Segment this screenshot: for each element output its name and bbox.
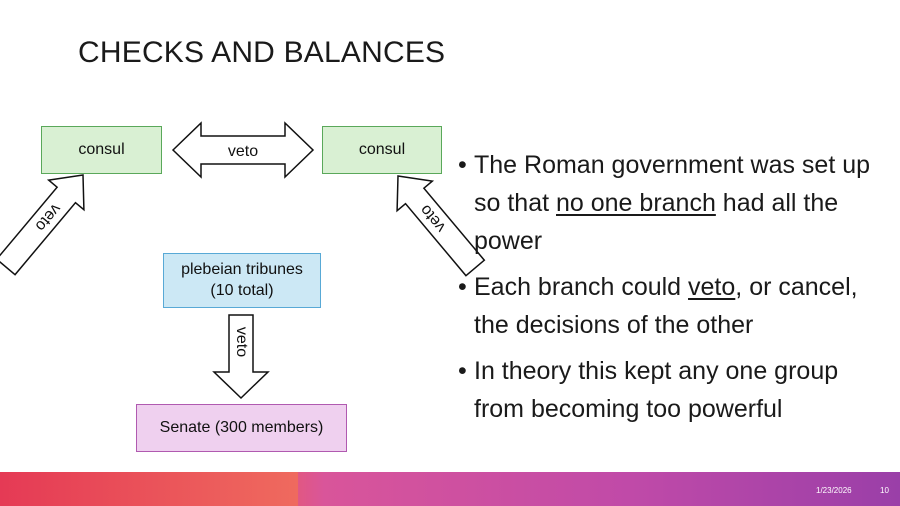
bullet-item: Each branch could veto, or cancel, the d…: [458, 268, 878, 344]
footer-accent: [0, 472, 298, 506]
bullet-item: In theory this kept any one group from b…: [458, 352, 878, 428]
consul-left-box: consul: [41, 126, 162, 174]
bullet-list: The Roman government was set up so that …: [458, 146, 878, 436]
slide-date: 1/23/2026: [816, 486, 852, 495]
footer-bar: [0, 472, 900, 506]
consul-left-label: consul: [78, 140, 125, 158]
tribunes-label-line1: plebeian tribunes: [181, 260, 303, 278]
senate-label: Senate (300 members): [159, 418, 324, 436]
senate-box: Senate (300 members): [136, 404, 347, 452]
veto-arrow-down-label: veto: [233, 327, 250, 357]
underlined-term: veto: [688, 273, 736, 301]
veto-double-arrow: [171, 121, 315, 179]
bullet-item: The Roman government was set up so that …: [458, 146, 878, 260]
veto-arrow-down: [212, 314, 270, 400]
veto-arrow-left: [0, 174, 85, 276]
tribunes-label-line2: (10 total): [210, 281, 274, 299]
slide-title: CHECKS AND BALANCES: [78, 36, 446, 69]
veto-double-arrow-label: veto: [228, 143, 258, 160]
slide-page-number: 10: [880, 486, 889, 495]
underlined-term: no one branch: [556, 189, 716, 217]
consul-right-box: consul: [322, 126, 442, 174]
consul-right-label: consul: [358, 140, 406, 158]
tribunes-box: plebeian tribunes (10 total): [163, 253, 321, 308]
